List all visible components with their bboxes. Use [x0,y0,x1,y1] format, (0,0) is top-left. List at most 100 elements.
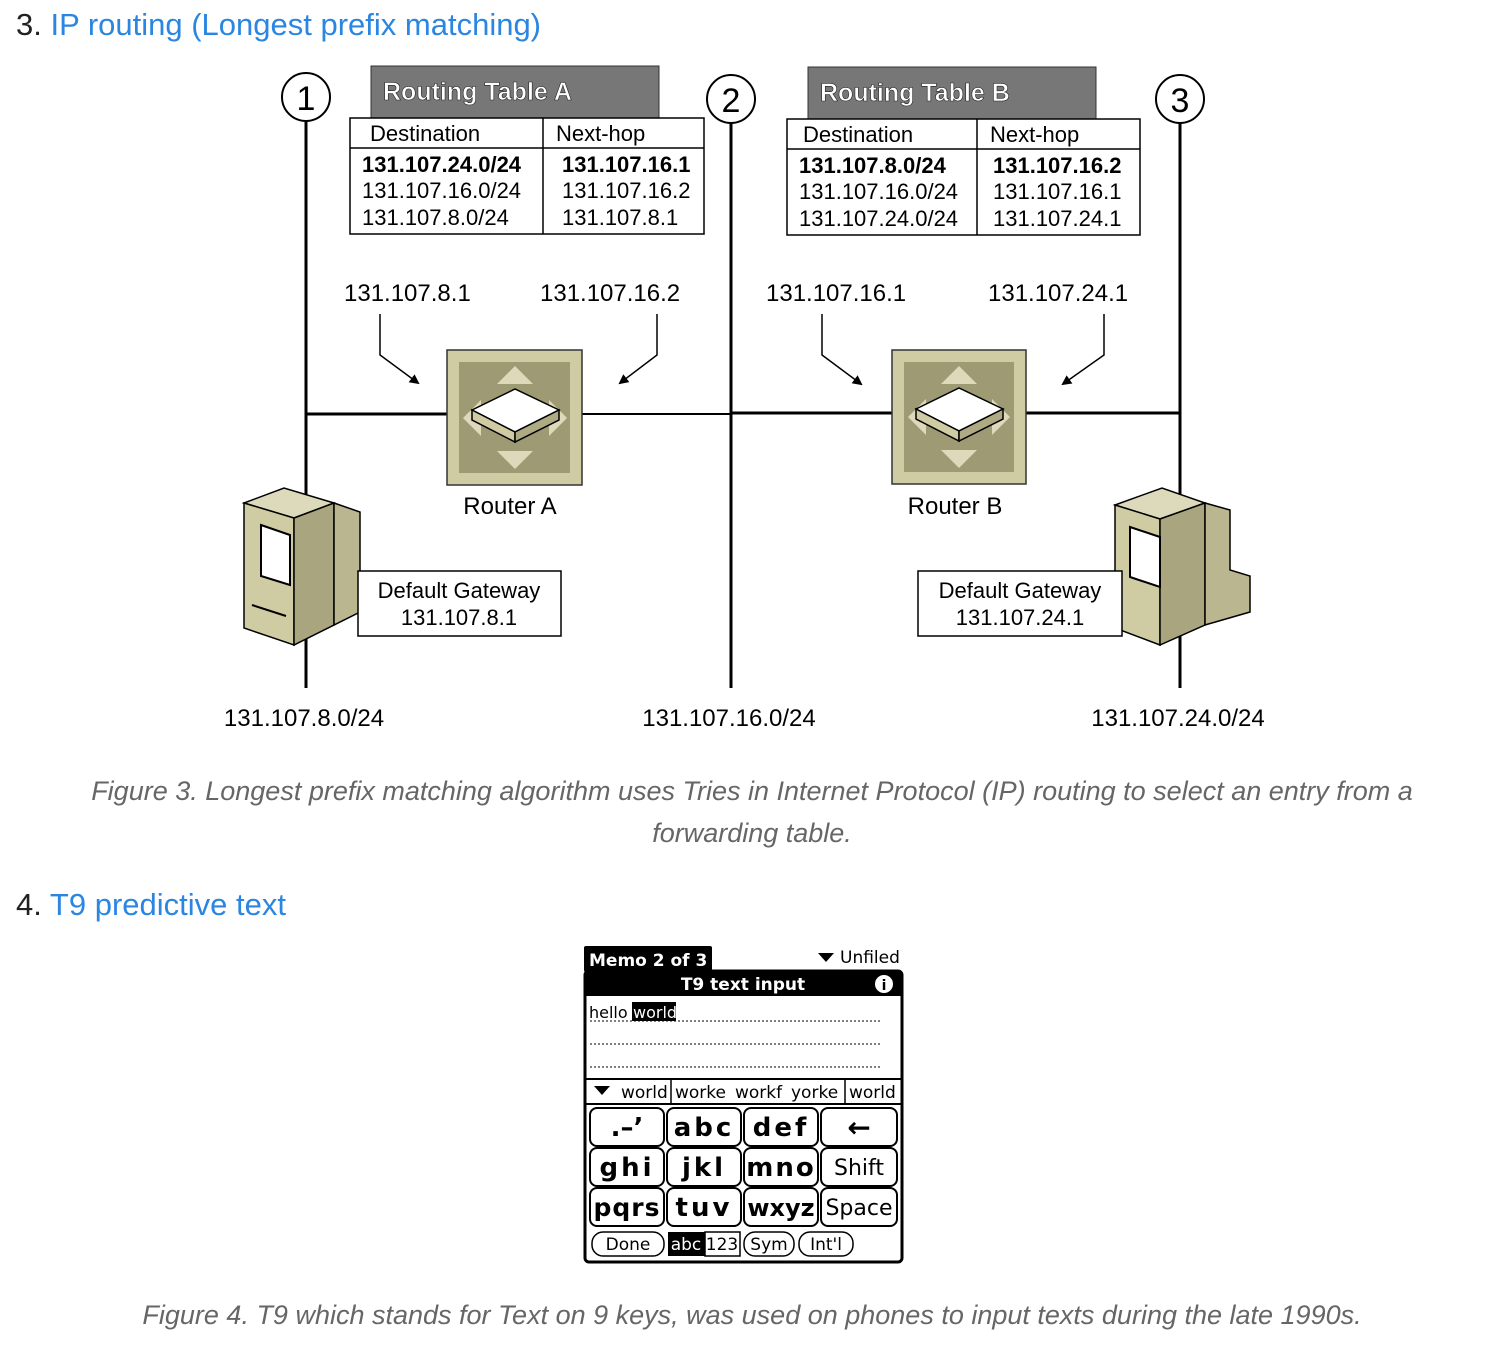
figure-3-routing-diagram: 1 2 3 Routing Table A Destination Next-h… [224,65,1265,732]
suggestion-item[interactable]: worke [675,1083,726,1103]
figure-3-caption: Figure 3. Longest prefix matching algori… [91,776,1413,848]
sym-label: Sym [750,1235,787,1255]
table-b-header-destination: Destination [803,122,913,147]
segment-badge-1-label: 1 [297,80,316,118]
gateway-a-ip: 131.107.8.1 [401,605,517,630]
key-space[interactable]: Space [820,1187,898,1227]
t9-input-title: T9 text input [681,975,805,995]
key-wxyz[interactable]: wxyz [743,1187,819,1227]
router-b-icon [891,349,1027,485]
section-heading-ip-routing: 3. IP routing (Longest prefix matching) [16,9,541,40]
t9-predictive-text-link[interactable]: T9 predictive text [49,887,286,922]
network-label-2: 131.107.16.0/24 [642,705,816,732]
router-a-icon [446,349,583,486]
key-label: abc [674,1113,735,1143]
suggestion-item[interactable]: world [849,1083,896,1103]
mode-abc-button[interactable]: abc [668,1232,705,1256]
info-icon[interactable]: i [875,975,893,994]
table-a-cell: 131.107.16.2 [562,178,690,203]
table-a-cell: 131.107.8.1 [562,205,678,230]
memo-text-selected: world [633,1003,677,1022]
gateway-b-title: Default Gateway [939,578,1102,603]
category-dropdown[interactable]: Unfiled [818,948,900,968]
key-mno[interactable]: mno [743,1147,819,1187]
suggestion-item[interactable]: workf [735,1083,783,1103]
key-label: Space [825,1196,892,1221]
ip-routing-link[interactable]: IP routing (Longest prefix matching) [50,7,542,42]
intl-label: Int'l [810,1235,842,1255]
key-punctuation[interactable]: .–’ [589,1107,665,1147]
routing-table-b-title: Routing Table B [820,79,1010,107]
segment-badge-1: 1 [281,72,331,122]
triangle-down-icon [818,953,834,962]
key-label: Shift [834,1156,884,1181]
suggestion-item[interactable]: yorke [791,1083,838,1103]
arrow-routerB-left [821,314,863,386]
table-a-header-nexthop: Next-hop [556,121,645,146]
gateway-b-ip: 131.107.24.1 [956,605,1084,630]
default-gateway-b-box: Default Gateway 131.107.24.1 [917,570,1123,637]
table-a-cell: 131.107.16.0/24 [362,178,521,203]
key-pqrs[interactable]: pqrs [589,1187,665,1227]
key-label: pqrs [593,1193,660,1222]
key-label: jkl [681,1153,726,1183]
key-jkl[interactable]: jkl [666,1147,742,1187]
network-label-1: 131.107.8.0/24 [224,705,384,732]
table-b-cell: 131.107.24.0/24 [799,206,958,231]
table-b-cell: 131.107.24.1 [993,206,1121,231]
table-b-cell: 131.107.8.0/24 [799,153,947,178]
key-label: wxyz [747,1194,814,1222]
section-number: 3. [16,7,42,42]
network-label-3: 131.107.24.0/24 [1091,705,1265,732]
key-label: def [753,1113,810,1143]
computer-b-icon [1112,487,1251,647]
memo-title: Memo 2 of 3 [589,951,707,971]
arrow-routerA-left [379,314,420,385]
key-abc[interactable]: abc [666,1107,742,1147]
routerB-left-interface-ip: 131.107.16.1 [766,280,906,307]
done-button[interactable]: Done [591,1231,665,1257]
figure-4-t9-screen: Memo 2 of 3 Unfiled T9 text input i hell… [580,940,910,1270]
svg-text:i: i [882,978,887,994]
table-b-header-nexthop: Next-hop [990,122,1079,147]
arrow-routerB-right [1061,314,1105,386]
key-label: mno [746,1153,815,1183]
key-backspace[interactable]: ← [820,1107,898,1147]
suggestion-dropdown-icon[interactable] [594,1086,610,1095]
section-heading-t9: 4. T9 predictive text [16,889,286,920]
routerA-left-interface-ip: 131.107.8.1 [344,280,471,307]
key-label: .–’ [611,1113,644,1143]
computer-a-icon [241,487,361,647]
routerA-right-interface-ip: 131.107.16.2 [540,280,680,307]
segment-badge-2-label: 2 [722,82,741,120]
mode-123-label: 123 [706,1235,738,1255]
intl-button[interactable]: Int'l [798,1231,854,1257]
arrow-routerA-right [618,314,658,385]
table-a-header-destination: Destination [370,121,480,146]
backspace-arrow-icon: ← [847,1111,870,1144]
routing-table-a-title: Routing Table A [383,78,572,106]
table-a-cell: 131.107.24.0/24 [362,152,522,177]
sym-button[interactable]: Sym [743,1231,795,1257]
suggestion-item[interactable]: world [621,1083,668,1103]
gateway-a-title: Default Gateway [378,578,541,603]
figure-4-caption: Figure 4. T9 which stands for Text on 9 … [142,1300,1362,1330]
routerB-right-interface-ip: 131.107.24.1 [988,280,1128,307]
segment-badge-3-label: 3 [1171,82,1190,120]
key-ghi[interactable]: ghi [589,1147,665,1187]
key-def[interactable]: def [743,1107,819,1147]
table-a-cell: 131.107.16.1 [562,152,690,177]
router-b-label: Router B [908,493,1003,520]
memo-title-tab [584,946,712,972]
section-number: 4. [16,887,42,922]
key-label: ghi [599,1153,654,1183]
segment-badge-3: 3 [1155,74,1205,124]
key-shift[interactable]: Shift [820,1147,898,1187]
table-b-cell: 131.107.16.1 [993,179,1121,204]
category-label: Unfiled [840,948,900,968]
memo-text: hello [589,1003,628,1022]
segment-badge-2: 2 [706,74,756,124]
key-tuv[interactable]: tuv [666,1187,742,1227]
mode-123-button[interactable]: 123 [704,1231,741,1257]
table-a-cell: 131.107.8.0/24 [362,205,509,230]
